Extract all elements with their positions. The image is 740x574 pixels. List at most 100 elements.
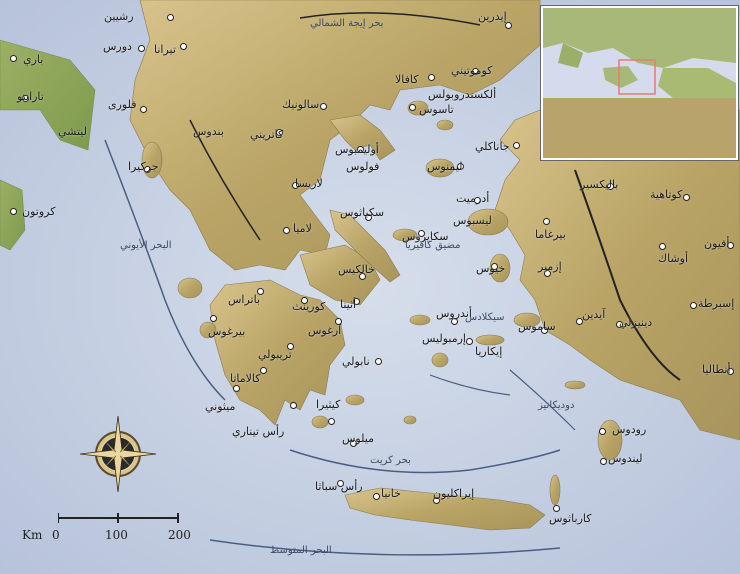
island-naxos (431, 352, 449, 368)
mediterranean-line (209, 539, 561, 556)
label-volos: فولوس (346, 160, 380, 173)
city-dot-icon (418, 230, 425, 237)
inset-locator-map (541, 6, 738, 160)
island-lesbos (467, 208, 509, 236)
city-dot-icon (353, 298, 360, 305)
city-dot-icon (359, 273, 366, 280)
label-patras: باتراس (228, 293, 261, 306)
scale-bar: Km 0 100 200 (22, 512, 192, 546)
city-dot-icon (287, 343, 294, 350)
land-chalkidiki (329, 114, 396, 161)
city-dot-icon (607, 183, 614, 190)
label-thasos: تاسوس (419, 103, 454, 116)
hellenic-trench-south (289, 449, 561, 474)
city-dot-icon (491, 263, 498, 270)
scale-tick-100: 100 (105, 528, 128, 542)
city-dot-icon (10, 55, 17, 62)
city-dot-icon (543, 218, 550, 225)
city-dot-icon (727, 242, 734, 249)
label-ikaria: إيكاريا (475, 345, 503, 358)
city-dot-icon (167, 14, 174, 21)
city-dot-icon (599, 428, 606, 435)
label-tirana: تيرانا (154, 43, 176, 56)
scale-tick-0: 0 (52, 528, 60, 542)
city-dot-icon (433, 497, 440, 504)
inset-svg (543, 8, 736, 158)
city-dot-icon (576, 318, 583, 325)
label-krotone: كروتون (22, 205, 56, 218)
city-dot-icon (600, 458, 607, 465)
label-aydin: آيدين (582, 308, 606, 321)
city-dot-icon (727, 368, 734, 375)
land-euboea (329, 209, 401, 283)
city-dot-icon (283, 227, 290, 234)
label-kalamata: كالاماتا (230, 372, 261, 385)
city-dot-icon (513, 142, 520, 149)
label-denizli: دينيزلي (619, 316, 653, 329)
label-rashbin: رشيين (104, 10, 134, 23)
city-dot-icon (428, 74, 435, 81)
label-rhodes: رودوس (612, 423, 647, 436)
city-dot-icon (335, 318, 342, 325)
label-samos: ساموس (518, 320, 556, 333)
land-balkans (129, 0, 541, 271)
city-dot-icon (233, 385, 240, 392)
label-bergama: بيرغاما (535, 228, 566, 241)
hellenic-arc-outer (104, 139, 226, 401)
island-kefalonia (177, 277, 203, 299)
label-pindos: بندوس (193, 125, 224, 138)
city-dot-icon (553, 505, 560, 512)
label-thessaloniki: سالونيك (282, 98, 320, 111)
city-dot-icon (140, 106, 147, 113)
label-canakkale: جاناكلي (475, 140, 510, 153)
land-crete (344, 487, 546, 531)
label-nafplio: نابولي (342, 355, 370, 368)
city-dot-icon (260, 367, 267, 374)
inset-highlight-box (618, 59, 656, 95)
land-peloponnese (209, 279, 346, 426)
city-dot-icon (210, 315, 217, 322)
label-corinth: كورينث (292, 300, 326, 313)
scale-bar-line (58, 513, 179, 523)
label-kutahya: كوتاهية (650, 188, 683, 201)
label-limnos: ليمنوس (427, 160, 463, 173)
label-isparta: إسبرطة (698, 297, 735, 310)
label-edremit: أدرميت (456, 192, 490, 205)
label-afyon: أفيون (704, 237, 730, 250)
label-taranto: تارانتو (17, 90, 44, 103)
label-skiathos: سكياثوس (340, 206, 385, 219)
label-tripoli: تريبولي (258, 348, 292, 361)
city-dot-icon (683, 194, 690, 201)
city-dot-icon (290, 402, 297, 409)
label-skyros: سكايروس (402, 230, 449, 243)
land-italy (0, 39, 96, 151)
label-tainaron: رأس تيناري (232, 425, 285, 438)
city-dot-icon (292, 182, 299, 189)
label-sea-ionian: البحر الأيوني (120, 240, 172, 251)
city-dot-icon (373, 493, 380, 500)
land-anatolia (494, 109, 740, 441)
compass-rose-icon (78, 414, 158, 494)
island-samothraki (436, 119, 454, 131)
city-dot-icon (541, 327, 548, 334)
label-antalya: أنطاليا (702, 363, 731, 376)
city-dot-icon (257, 288, 264, 295)
island-zakynthos (199, 321, 217, 339)
land-calabria (0, 179, 26, 251)
city-dot-icon (690, 302, 697, 309)
city-dot-icon (409, 104, 416, 111)
city-dot-icon (365, 214, 372, 221)
city-dot-icon (375, 358, 382, 365)
island-kos (564, 380, 586, 390)
label-athens: أثينا (340, 298, 357, 311)
aegean-fault-2 (429, 374, 511, 396)
island-karpathos (549, 474, 561, 506)
label-edirne: إيدرين (478, 10, 507, 23)
label-lindos: ليندوس (608, 452, 643, 465)
city-dot-icon (544, 270, 551, 277)
label-larisa: لاريسا (295, 177, 323, 190)
label-iraklio: إيراكليون (433, 487, 475, 500)
island-santorini (403, 415, 417, 425)
city-dot-icon (301, 297, 308, 304)
island-chios (489, 253, 511, 283)
